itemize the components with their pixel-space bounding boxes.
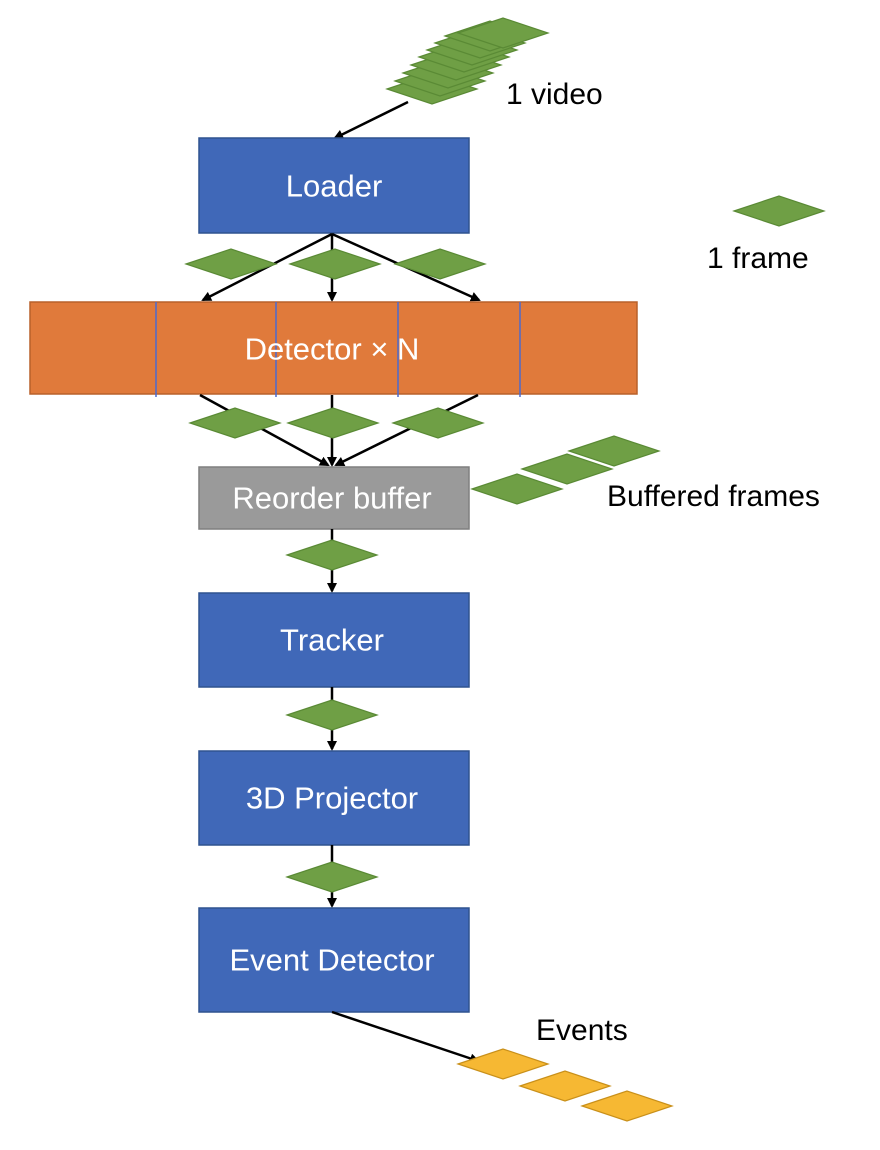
projector-label: 3D Projector [246, 781, 418, 816]
video-to-loader-arrow [333, 100, 409, 140]
projector-output-frame [285, 861, 379, 893]
tracker-label: Tracker [280, 623, 384, 658]
tracker-stage: Tracker [198, 592, 470, 688]
loader-output-frames [184, 248, 487, 280]
projector-stage: 3D Projector [198, 750, 470, 846]
video-frame-stack [385, 17, 550, 105]
reorder-buffer-stage: Reorder buffer [198, 466, 470, 530]
detector-label: Detector × N [245, 332, 420, 367]
event-detector-stage: Event Detector [198, 907, 470, 1013]
reorder-output-frame [285, 539, 379, 571]
reorder-buffer-label: Reorder buffer [232, 481, 431, 516]
buffered-frames [470, 435, 661, 505]
detector-stage: Detector × N [29, 301, 638, 397]
loader-label: Loader [286, 169, 383, 204]
event-detector-to-events-arrow [331, 1010, 480, 1064]
tracker-output-frame [285, 699, 379, 731]
frame-legend-icon [732, 195, 826, 227]
video-caption: 1 video [506, 78, 603, 111]
buffered-frames-caption: Buffered frames [607, 480, 820, 513]
frame-legend-caption: 1 frame [707, 242, 809, 275]
output-events [456, 1048, 674, 1122]
detector-output-frames [188, 407, 485, 439]
events-caption: Events [536, 1014, 628, 1047]
loader-stage: Loader [198, 137, 470, 234]
event-detector-label: Event Detector [229, 943, 434, 978]
